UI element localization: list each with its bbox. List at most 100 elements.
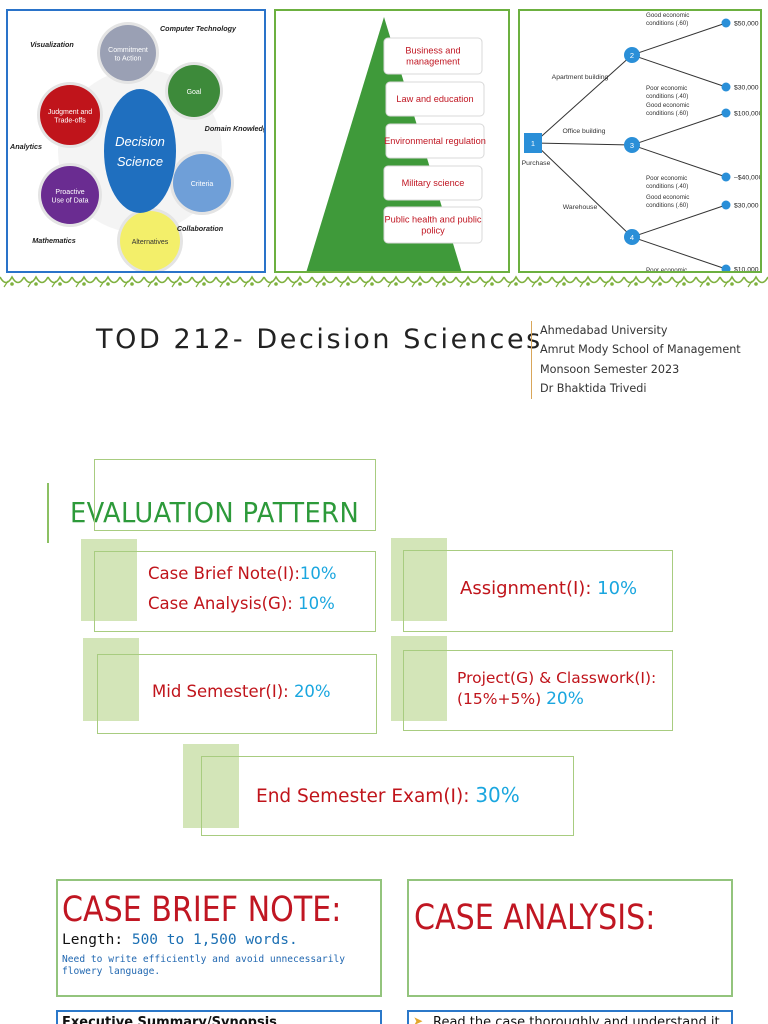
ornament-tick (411, 280, 417, 288)
ornament-dot (346, 282, 350, 286)
ornament-wave (479, 275, 505, 284)
node-label-line: Proactive (55, 189, 84, 196)
ornament-wave (119, 275, 145, 284)
ornament-tick (315, 280, 321, 288)
course-title: TOD 212- Decision Sciences (96, 324, 543, 355)
condition-label-line: Poor economic (646, 267, 687, 271)
center-node (104, 89, 176, 213)
ornament-dot (370, 282, 374, 286)
node-label-line: Judgment and (48, 109, 92, 116)
ornament-tick (195, 280, 201, 288)
ornament-dot (34, 282, 38, 286)
payoff-label-line: –$40,000 (734, 175, 760, 182)
condition-label-line: conditions (.40) (646, 183, 688, 190)
payoff-label: $30,000 (734, 85, 759, 92)
midsem-label: Mid Semester(I): (152, 682, 294, 701)
ornament-dot (490, 282, 494, 286)
branch-label-line: Office building (563, 128, 606, 135)
ornament-tick (123, 280, 129, 288)
ornament-tick (723, 280, 729, 288)
ornament-wave (215, 275, 241, 284)
ornament-wave (527, 275, 553, 284)
case-analysis-pct: 10% (298, 594, 335, 613)
ornament-dot (634, 282, 638, 286)
ornament-dot (274, 282, 278, 286)
ornament-tick (651, 280, 657, 288)
outer-label: Domain Knowledge (205, 124, 264, 133)
card-case (94, 551, 376, 632)
read-case-text: Read the case thoroughly and understand … (433, 1015, 724, 1024)
ornament-dot (586, 282, 590, 286)
length-label: Length: (62, 932, 132, 948)
ornament-dot (730, 282, 734, 286)
project-line1: Project(G) & Classwork(I): (457, 669, 657, 687)
condition-label-line: conditions (.60) (646, 202, 688, 209)
chance-node-label-line: 3 (630, 141, 634, 150)
tree-outcome-branch (631, 204, 727, 238)
case-analysis-title: CASE ANALYSIS: (414, 898, 656, 938)
card-endsem-tab (183, 744, 239, 828)
decision-node (524, 133, 542, 153)
ornament-dot (682, 282, 686, 286)
pyramid-item-label: Military science (402, 178, 465, 188)
payoff-label: $100,000 (734, 111, 760, 118)
branch-label: Warehouse (563, 204, 598, 211)
chance-node (624, 47, 640, 63)
ornament-dot (178, 282, 182, 286)
ornament-wave (239, 275, 265, 284)
pyramid-item-label-line: Environmental regulation (384, 136, 486, 146)
payoff-label-line: $10,000 (734, 267, 759, 272)
ornament-dot (610, 282, 614, 286)
executive-summary-label: Executive Summary/Synopsis (62, 1015, 277, 1024)
payoff-dot (721, 108, 731, 118)
root-label-line: Purchase (522, 160, 551, 167)
endsem-pct: 30% (475, 783, 520, 807)
pyramid-item-label-line: Law and education (396, 94, 473, 104)
ornament-tick (627, 280, 633, 288)
tree-outcome-branch (631, 144, 727, 178)
payoff-label: –$40,000 (734, 175, 760, 182)
ornament-wave (47, 275, 73, 284)
ornament-wave (167, 275, 193, 284)
payoff-label-line: $30,000 (734, 203, 759, 210)
ornament-dot (58, 282, 62, 286)
tree-branch (533, 142, 633, 238)
outer-label: Collaboration (177, 224, 224, 233)
node-label-line: to Action (115, 55, 142, 62)
ornament-tick (291, 280, 297, 288)
ornament-tick (219, 280, 225, 288)
chance-node-label-line: 2 (630, 51, 634, 60)
ornament-wave (71, 275, 97, 284)
semester: Monsoon Semester 2023 (540, 362, 680, 376)
outer-label: Visualization (30, 40, 74, 49)
case-brief-label: Case Brief Note(I): (148, 564, 300, 583)
project-line2-label: (15%+5%) (457, 690, 547, 708)
node-3 (120, 211, 180, 271)
ornament-wave (95, 275, 121, 284)
ornament-wave (551, 275, 577, 284)
card-endsem (201, 756, 574, 836)
card-assignment (403, 550, 673, 632)
node-5 (40, 85, 100, 145)
project-pct: 20% (546, 689, 584, 709)
card-case-shadow (94, 459, 376, 531)
ornament-wave (311, 275, 337, 284)
ornament-tick (435, 280, 441, 288)
ornament-dot (154, 282, 158, 286)
card-case-text: Case Brief Note(I):10% Case Analysis(G):… (148, 559, 337, 619)
card-project (403, 650, 673, 731)
chance-node-label: 4 (630, 233, 634, 242)
pyramid-item-box (383, 165, 483, 201)
assignment-label: Assignment(I): (460, 578, 598, 599)
node-label-line: Trade-offs (54, 117, 86, 124)
ornament-dot (202, 282, 206, 286)
